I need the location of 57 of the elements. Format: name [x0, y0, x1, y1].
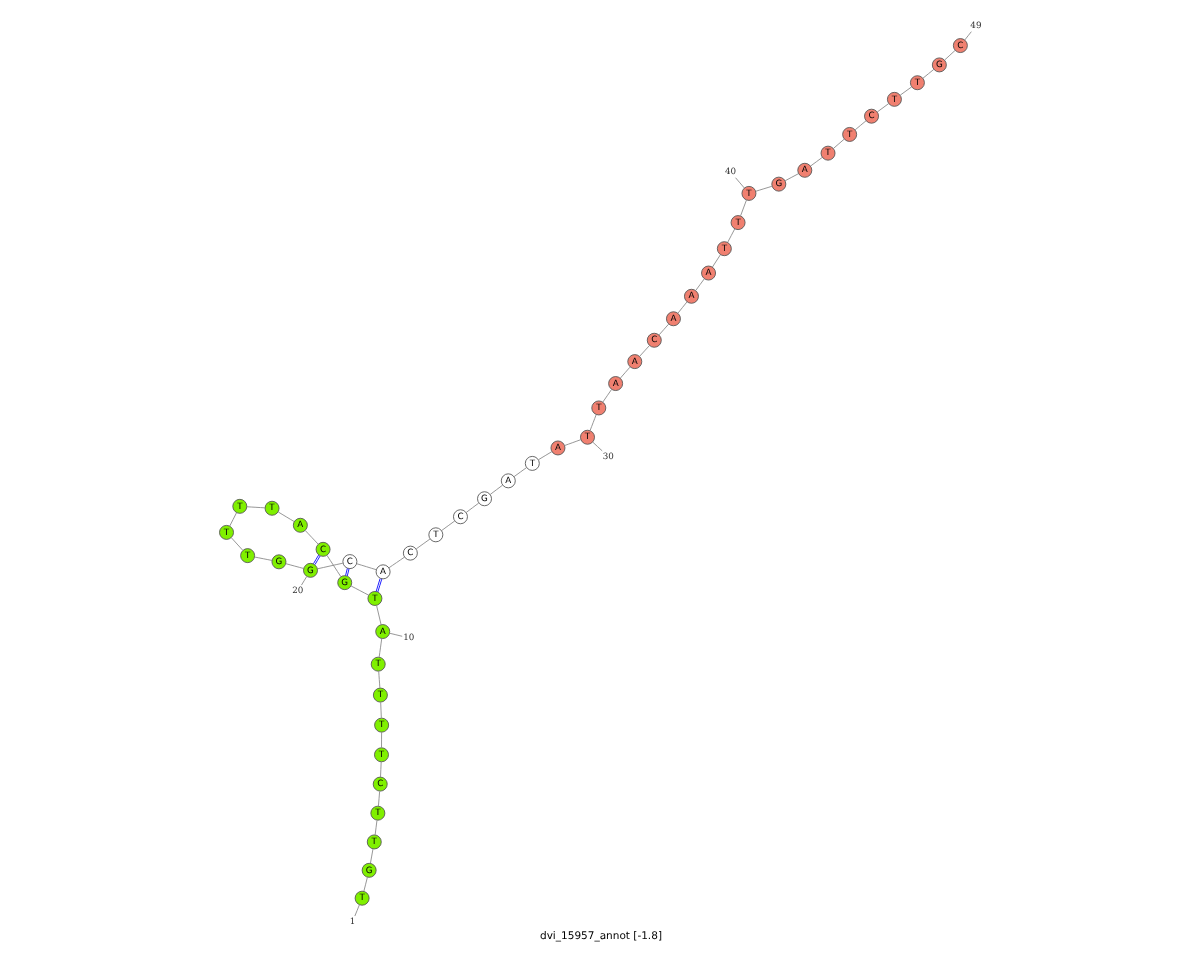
connector: [353, 904, 359, 917]
connector: [739, 199, 746, 217]
connector: [375, 605, 381, 625]
connector: [380, 731, 382, 749]
connector: [377, 638, 382, 658]
connector: [369, 848, 373, 864]
connector: [710, 254, 720, 268]
connector: [344, 567, 349, 577]
connector: [355, 563, 376, 571]
connector: [618, 366, 630, 379]
connector: [783, 173, 798, 182]
connector: [377, 791, 380, 807]
connector: [832, 138, 844, 149]
connector: [312, 554, 320, 566]
connector: [563, 439, 581, 446]
connector: [921, 68, 934, 79]
connector: [734, 177, 744, 189]
connector: [963, 31, 971, 41]
connector: [373, 820, 377, 836]
connector: [325, 554, 341, 577]
connector: [694, 278, 704, 291]
connector: [374, 578, 382, 593]
connector: [588, 414, 596, 431]
connector: [300, 576, 307, 586]
connector: [601, 388, 612, 403]
connector: [315, 562, 343, 570]
connector: [228, 512, 237, 527]
connector: [488, 484, 502, 495]
connector: [676, 301, 687, 314]
connector: [875, 103, 889, 113]
connector: [809, 157, 822, 167]
connector: [537, 451, 552, 461]
connector: [638, 345, 649, 357]
connector: [591, 441, 602, 452]
connector: [464, 502, 479, 513]
connector: [657, 323, 669, 336]
connector: [943, 49, 955, 61]
connector: [377, 670, 380, 689]
connector: [245, 506, 265, 509]
connector: [379, 761, 381, 778]
connector: [276, 511, 294, 522]
connector: [379, 701, 381, 719]
connector: [414, 538, 430, 550]
connector: [754, 185, 772, 192]
connector: [898, 86, 912, 96]
connector: [512, 467, 526, 478]
connector: [387, 556, 404, 569]
connector: [303, 529, 318, 545]
connector: [253, 556, 272, 561]
connector: [284, 563, 303, 569]
connector: [388, 632, 402, 637]
connector: [853, 120, 866, 131]
connector: [726, 228, 735, 243]
connector: [440, 520, 455, 532]
connector: [362, 876, 367, 892]
connector: [349, 585, 368, 596]
connector: [229, 537, 243, 551]
